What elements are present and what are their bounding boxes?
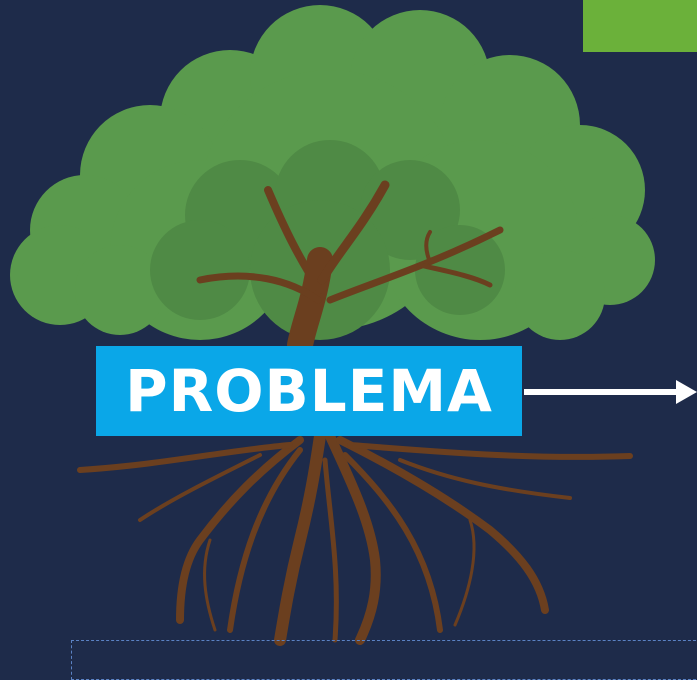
tree-trunk-branches [196, 180, 504, 358]
tree-roots [77, 430, 633, 646]
problem-label: PROBLEMA [125, 357, 493, 425]
tree-illustration [10, 5, 697, 646]
corner-accent-block [583, 0, 697, 52]
arrow-right-icon [524, 380, 697, 404]
dashed-placeholder-box [71, 640, 697, 680]
problem-label-box [96, 346, 522, 436]
